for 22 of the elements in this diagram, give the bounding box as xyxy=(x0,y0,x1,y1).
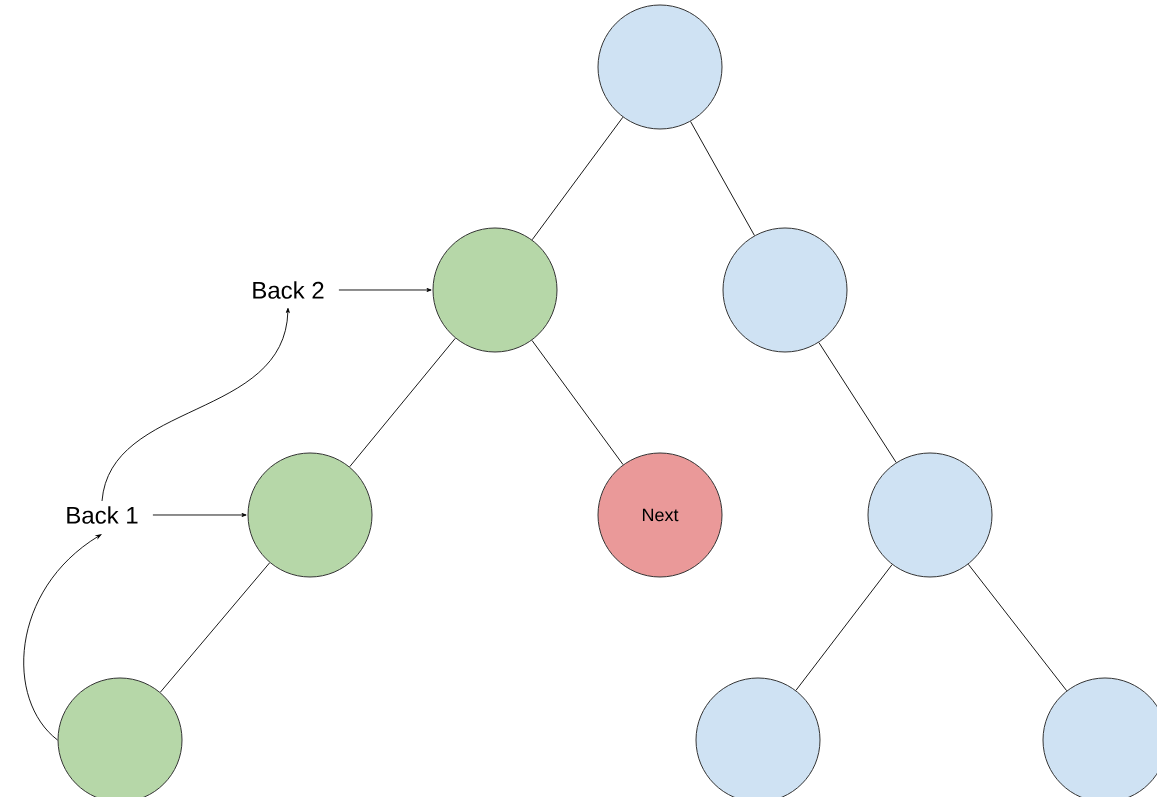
arrow xyxy=(152,513,247,517)
text-label: Back 2 xyxy=(253,281,324,299)
tree-edge xyxy=(531,339,624,466)
tree-node-circle xyxy=(722,227,848,353)
text-label: Back 1 xyxy=(67,506,138,524)
tree-node-circle xyxy=(597,4,723,130)
tree-edge xyxy=(690,121,755,236)
tree-edge xyxy=(795,564,893,691)
tree-edge xyxy=(967,563,1068,692)
curved-arrow xyxy=(101,307,290,502)
tree-edge xyxy=(349,337,456,468)
arrow xyxy=(338,288,432,292)
tree-node-circle xyxy=(432,227,558,353)
tree-edge xyxy=(159,562,271,693)
tree-node-circle xyxy=(247,452,373,578)
curved-arrow xyxy=(23,534,102,741)
tree-edge xyxy=(818,342,897,463)
tree-node-circle xyxy=(57,677,183,797)
tree-node-circle xyxy=(867,452,993,578)
tree-node-circle xyxy=(1042,677,1157,797)
tree-edge xyxy=(531,116,624,241)
tree-node-circle xyxy=(695,677,821,797)
